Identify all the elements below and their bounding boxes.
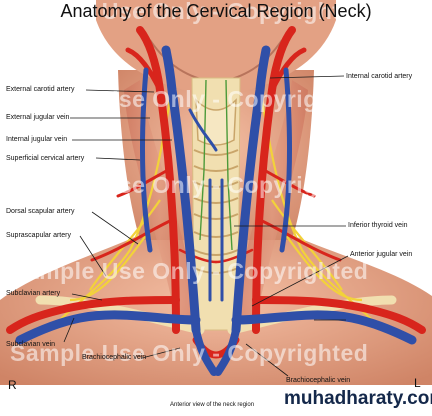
green-nerves xyxy=(199,79,233,251)
label-subclavian-artery: Subclavian artery xyxy=(6,290,61,297)
label-external-jugular-vein: External jugular vein xyxy=(6,114,70,121)
label-anterior-jugular-vein: Anterior jugular vein xyxy=(350,251,413,258)
label-internal-jugular-vein: Internal jugular vein xyxy=(6,136,68,143)
figure-title: Anatomy of the Cervical Region (Neck) xyxy=(60,1,372,21)
label-internal-carotid-artery: Internal carotid artery xyxy=(346,73,413,80)
watermark: Sample Use Only - Copyrighted xyxy=(10,0,369,24)
watermark: Sample Use Only - Copyrighted xyxy=(10,258,369,284)
site-logo: muhadharaty.com xyxy=(284,388,432,409)
label-brachiocephalic-vein-left: Brachiocephalic vein xyxy=(82,354,147,361)
side-marker-left: L xyxy=(414,376,421,390)
label-suprascapular-artery: Suprascapular artery xyxy=(6,232,71,239)
leader-lines xyxy=(63,75,349,377)
veins xyxy=(15,45,417,376)
label-brachiocephalic-vein-right: Brachiocephalic vein xyxy=(286,377,351,384)
label-subclavian-vein: Subclavian vein xyxy=(6,341,56,348)
label-superficial-cervical-artery: Superficial cervical artery xyxy=(6,155,85,162)
label-dorsal-scapular-artery: Dorsal scapular artery xyxy=(6,208,75,215)
label-inferior-thyroid-vein: Inferior thyroid vein xyxy=(348,222,408,229)
arteries xyxy=(6,26,426,359)
watermark: Sample Use Only - Copyrighted xyxy=(10,86,369,112)
watermark: Sample Use Only - Copyrighted xyxy=(10,340,369,366)
side-marker-right: R xyxy=(8,378,17,392)
tracheal-rings xyxy=(193,149,239,274)
figure-caption: Anterior view of the neck region xyxy=(170,402,255,408)
watermark: Sample Use Only - Copyrighted xyxy=(10,172,369,198)
label-external-carotid-artery: External carotid artery xyxy=(6,86,75,93)
